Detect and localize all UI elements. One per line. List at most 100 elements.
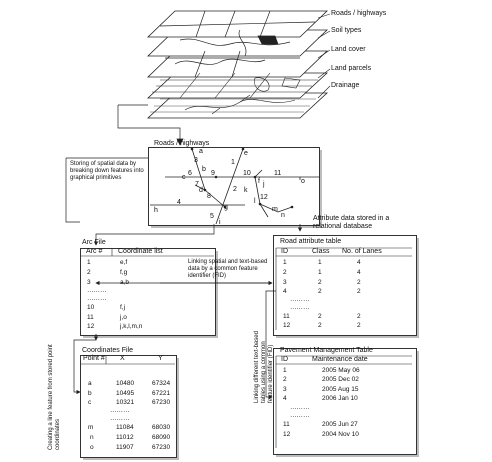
road-row-11-id: 11	[283, 313, 290, 320]
map-arc-5: 5	[210, 213, 214, 220]
pave-row-1-date: 2005 May 06	[322, 367, 360, 374]
road-row-3-lanes: 2	[357, 279, 361, 286]
road-col-id: ID	[281, 248, 288, 255]
map-arc-4: 4	[177, 199, 181, 206]
road-row-4-lanes: 2	[357, 288, 361, 295]
coord-row-m-y: 68030	[152, 424, 171, 431]
map-pt-i: i	[219, 219, 221, 226]
pave-row-11-id: 11	[283, 421, 290, 428]
coord-file-table	[80, 355, 177, 458]
road-row-11-class: 2	[318, 313, 322, 320]
arc-row-2-coords: f,g	[120, 269, 128, 276]
coord-row-m-x: 11084	[116, 424, 134, 431]
pave-col-id: ID	[281, 356, 288, 363]
road-dots-2: ………	[290, 304, 310, 311]
coord-dots-1: ………	[110, 407, 130, 414]
pave-col-date: Maintenance date	[312, 356, 368, 363]
coord-row-m-p: m	[88, 424, 94, 431]
coord-col-point: Point #	[83, 355, 105, 362]
coord-row-a-p: a	[88, 380, 92, 387]
arc-file-table	[80, 248, 216, 336]
map-title: Roads / highways	[154, 140, 210, 147]
road-attribute-table	[273, 235, 417, 336]
map-pt-e: e	[244, 150, 248, 157]
coord-row-o-x: 11907	[116, 444, 134, 451]
pave-row-11-date: 2005 Jun 27	[322, 421, 358, 428]
coord-row-b-x: 10495	[116, 390, 135, 397]
pave-row-2-id: 2	[283, 376, 287, 383]
road-col-class: Class	[312, 248, 330, 255]
coord-row-b-p: b	[88, 390, 92, 397]
coord-file-title: Coordinates File	[82, 347, 133, 354]
map-arc-11: 11	[274, 170, 282, 177]
layer-label-drainage: Drainage	[331, 82, 360, 89]
road-row-11-lanes: 2	[357, 313, 361, 320]
map-pt-d: d	[199, 187, 203, 194]
road-col-lanes: No. of Lanes	[342, 248, 382, 255]
coord-col-x: X	[120, 355, 125, 362]
road-map	[148, 147, 320, 226]
road-row-2-lanes: 4	[357, 269, 361, 276]
coord-row-o-p: o	[90, 444, 94, 451]
coord-row-o-y: 67230	[152, 444, 171, 451]
arc-col-coords: Coordinate list	[118, 248, 163, 255]
layer-label-roads: Roads / highways	[331, 10, 387, 17]
map-arc-2: 2	[233, 186, 237, 193]
coord-row-n-x: 11012	[116, 434, 134, 441]
map-arc-7: 7	[195, 181, 199, 188]
map-pt-f: f	[258, 178, 260, 185]
map-pt-j: j	[263, 181, 265, 188]
coord-row-c-p: c	[88, 399, 92, 406]
layer-label-soil: Soil types	[331, 27, 362, 34]
arc-row-12-id: 12	[87, 323, 95, 330]
map-pt-b: b	[202, 166, 206, 173]
map-pt-g: g	[224, 204, 228, 211]
arc-row-1-coords: e,f	[120, 259, 128, 266]
road-row-3-class: 2	[318, 279, 322, 286]
pave-row-4-id: 4	[283, 395, 287, 402]
layer-label-landcover: Land cover	[331, 46, 366, 53]
map-arc-12: 12	[260, 194, 268, 201]
road-table-title: Road attribute table	[280, 238, 342, 245]
note-linking-1: Linking spatial and text-based data by a…	[188, 259, 268, 279]
coord-row-a-x: 10480	[116, 380, 135, 387]
note-storing: Storing of spatial data by breaking down…	[70, 161, 144, 181]
arc-row-3-coords: a,b	[120, 279, 130, 286]
arc-row-3-id: 3	[87, 279, 91, 286]
map-arc-1: 1	[231, 159, 235, 166]
road-row-1-id: 1	[283, 259, 287, 266]
arc-col-id: Arc #	[86, 248, 103, 255]
pave-row-2-date: 2005 Dec 02	[322, 376, 359, 383]
coord-row-a-y: 67324	[152, 380, 171, 387]
pave-table-title: Pavement Management Table	[280, 347, 373, 354]
layer-label-parcels: Land parcels	[331, 65, 372, 72]
map-pt-k: k	[244, 187, 248, 194]
coord-row-c-y: 67230	[152, 399, 171, 406]
arc-dots-1: ………	[87, 287, 107, 294]
pave-row-12-date: 2004 Nov 10	[322, 431, 359, 438]
coord-row-n-p: n	[90, 434, 94, 441]
map-pt-c: c	[182, 174, 186, 181]
arc-row-11-coords: j,o	[120, 314, 127, 321]
coord-row-n-y: 68090	[152, 434, 171, 441]
road-row-3-id: 3	[283, 279, 287, 286]
pave-dots-1: ………	[290, 404, 310, 411]
note-attribute: Attribute data stored in a relational da…	[313, 215, 390, 230]
road-row-12-class: 2	[318, 322, 322, 329]
pave-row-3-id: 3	[283, 386, 287, 393]
arc-dots-2: ………	[87, 295, 107, 302]
coord-row-b-y: 67221	[152, 390, 171, 397]
map-pt-h: h	[154, 207, 158, 214]
map-arc-10: 10	[243, 170, 251, 177]
road-row-12-id: 12	[283, 322, 291, 329]
road-dots-1: ………	[290, 296, 310, 303]
coord-dots-2: ………	[110, 415, 130, 422]
map-arc-9: 9	[211, 170, 215, 177]
